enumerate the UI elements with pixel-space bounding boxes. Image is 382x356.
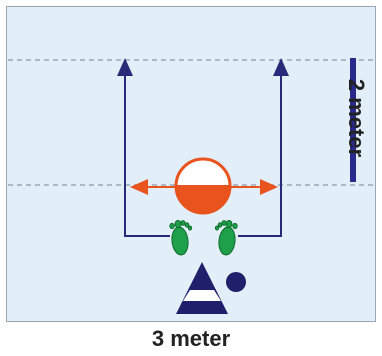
- width-label: 3 meter: [151, 326, 231, 351]
- ball-icon: [174, 157, 232, 215]
- right-running-path: [238, 58, 289, 237]
- cone-icon: [176, 262, 228, 314]
- left-foot-icon: [169, 220, 193, 256]
- left-running-path: [117, 58, 170, 237]
- height-label: 2 meter: [344, 78, 369, 158]
- marker-dot-icon: [226, 272, 246, 292]
- right-foot-icon: [214, 220, 238, 256]
